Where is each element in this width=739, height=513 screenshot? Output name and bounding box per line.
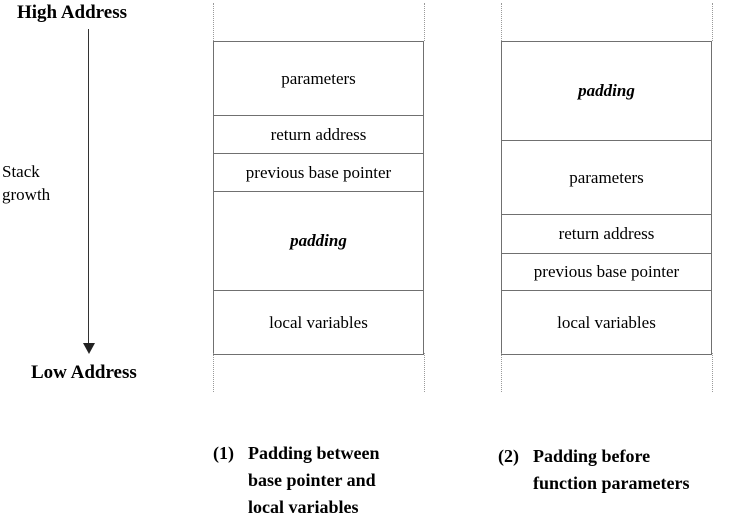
stack-row: return address: [214, 116, 423, 154]
stack-row-label: parameters: [569, 167, 644, 187]
stack-row-label: parameters: [281, 68, 356, 88]
dotted-guide-line: [213, 3, 214, 41]
dotted-guide-line: [424, 3, 425, 41]
stack-row: local variables: [214, 291, 423, 354]
stack-row: previous base pointer: [214, 154, 423, 192]
stack-row: parameters: [502, 141, 711, 215]
caption-text: Padding before function parameters: [533, 443, 689, 497]
stack-row-label: return address: [270, 124, 367, 144]
caption-line: Padding before: [533, 446, 651, 466]
caption-2: (2) Padding before function parameters: [498, 443, 689, 497]
stack-growth-line2: growth: [2, 185, 51, 204]
caption-line: local variables: [248, 497, 359, 513]
caption-marker: (2): [498, 446, 519, 466]
caption-line: Padding between: [248, 443, 380, 463]
stack-growth-arrow-head-icon: [83, 343, 95, 354]
caption-1: (1) Padding between base pointer and local …: [213, 440, 380, 513]
stack-row: local variables: [502, 291, 711, 354]
stack-growth-arrow-stem: [88, 29, 89, 343]
stack-row: padding: [502, 42, 711, 141]
dotted-guide-line: [424, 353, 425, 392]
stack-row-label: previous base pointer: [245, 162, 392, 182]
dotted-guide-line: [501, 353, 502, 392]
stack-2: padding parameters return address previous …: [501, 41, 712, 355]
dotted-guide-line: [712, 353, 713, 392]
low-address-label: Low Address: [31, 362, 137, 383]
dotted-guide-line: [712, 3, 713, 41]
caption-line: base pointer and: [248, 470, 376, 490]
stack-row: padding: [214, 192, 423, 291]
dotted-guide-line: [213, 353, 214, 392]
stack-row-label: padding: [290, 231, 347, 250]
stack-row-label: padding: [578, 81, 635, 100]
caption-marker: (1): [213, 443, 234, 463]
stack-row: return address: [502, 215, 711, 254]
stack-row: previous base pointer: [502, 254, 711, 291]
stack-growth-label: Stack growth: [2, 160, 50, 206]
caption-line: function parameters: [533, 473, 690, 493]
high-address-label: High Address: [17, 2, 127, 23]
stack-1: parameters return address previous base po…: [213, 41, 424, 355]
stack-row-label: return address: [558, 224, 655, 243]
stack-row: parameters: [214, 42, 423, 116]
caption-text: Padding between base pointer and local var…: [248, 440, 380, 513]
stack-row-label: local variables: [269, 312, 368, 332]
stack-row-label: local variables: [557, 312, 656, 332]
dotted-guide-line: [501, 3, 502, 41]
stack-growth-line1: Stack: [2, 162, 40, 181]
stack-row-label: previous base pointer: [533, 262, 680, 281]
